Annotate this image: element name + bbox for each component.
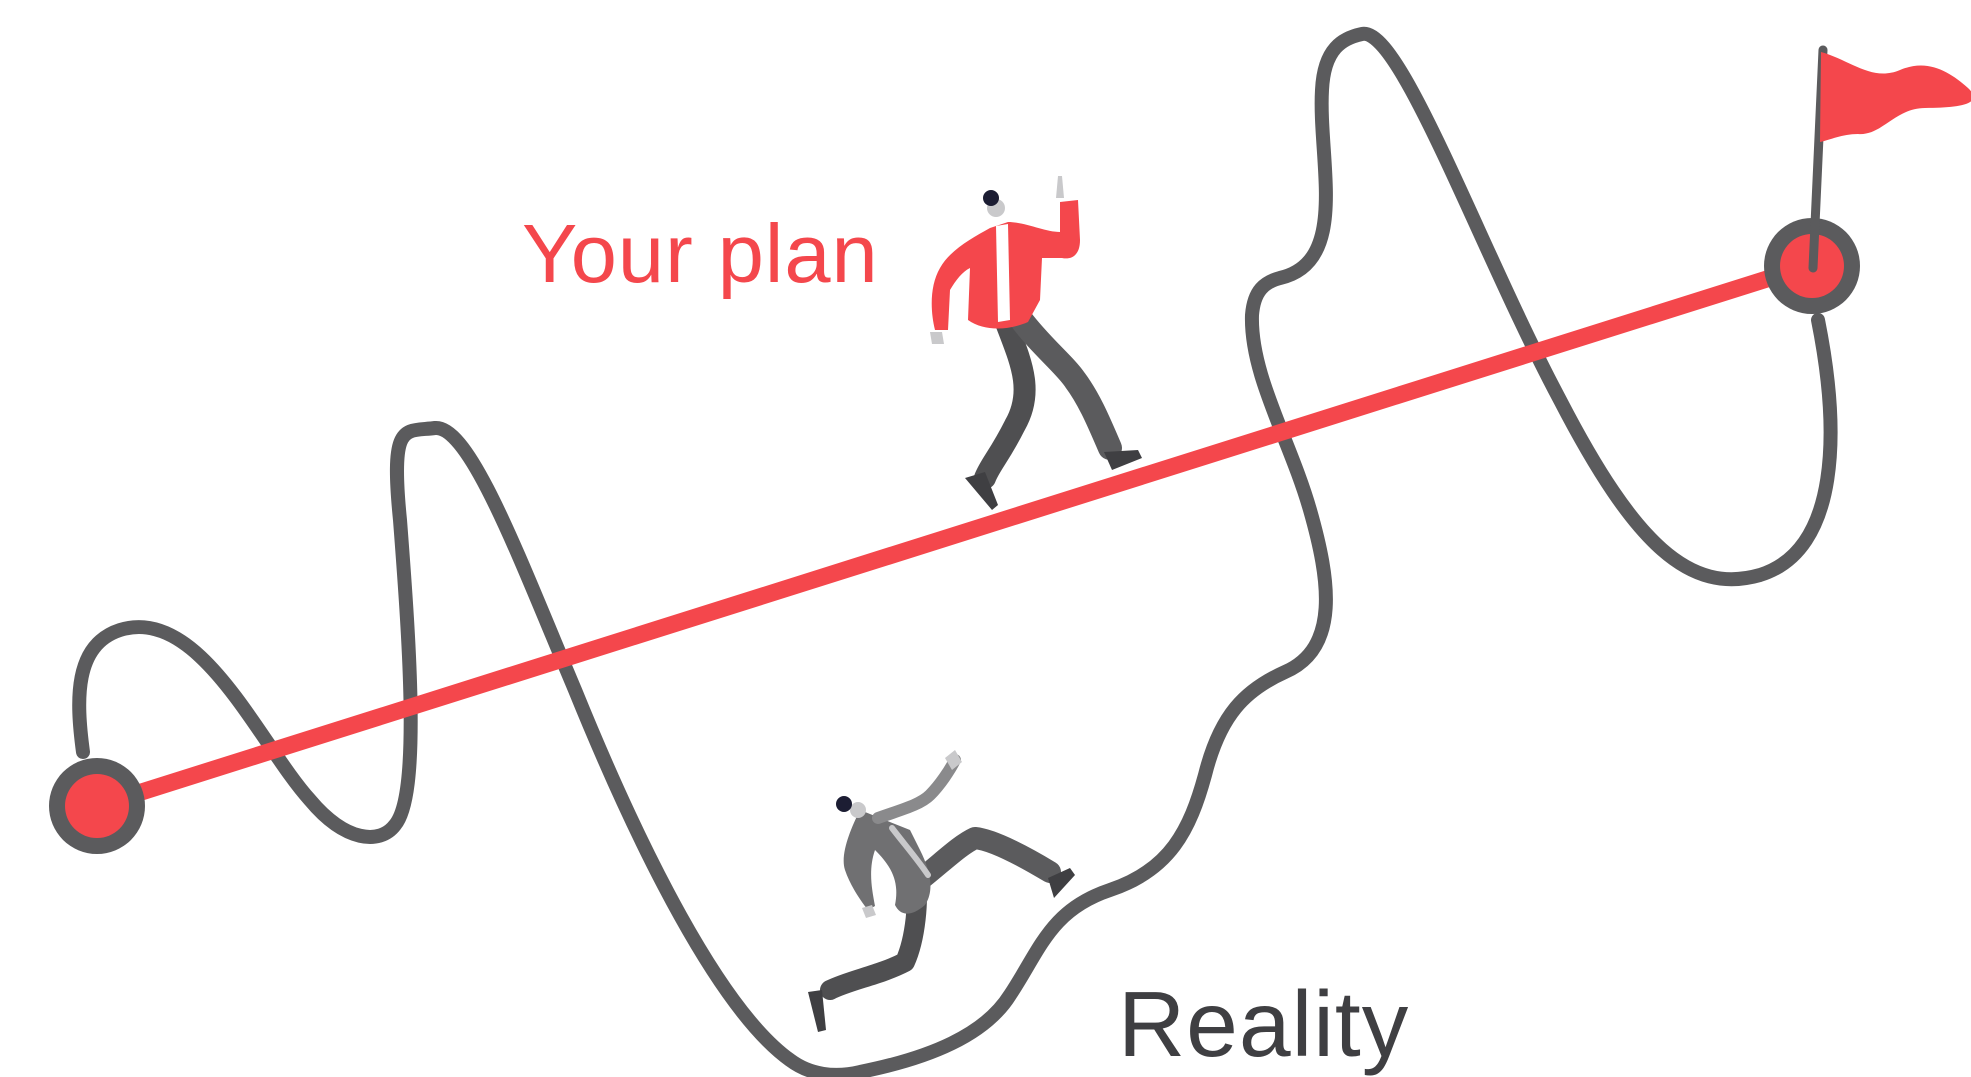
plan-label: Your plan bbox=[522, 212, 879, 295]
start-marker-icon bbox=[49, 758, 145, 854]
reality-path bbox=[79, 34, 1830, 1075]
reality-runner-figure bbox=[808, 750, 1075, 1032]
plan-line bbox=[97, 266, 1808, 806]
plan-walker-figure bbox=[930, 176, 1142, 510]
reality-label: Reality bbox=[1118, 978, 1409, 1071]
